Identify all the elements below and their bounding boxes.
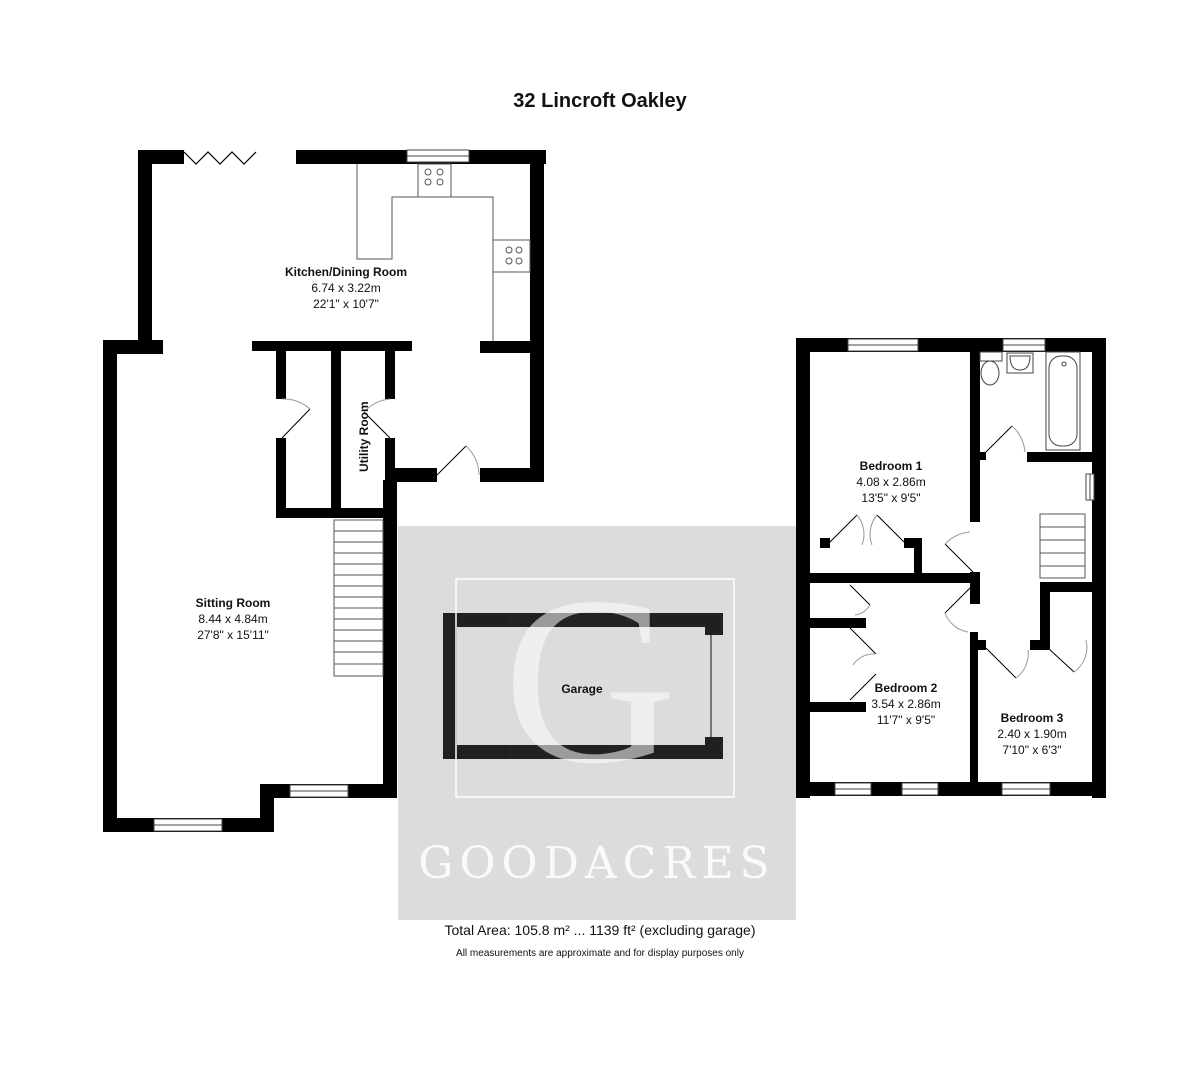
plan-title: 32 Lincroft Oakley xyxy=(513,90,687,112)
room-name: Kitchen/Dining Room xyxy=(285,265,407,279)
room-metric: 3.54 x 2.86m xyxy=(871,697,941,711)
room-name: Bedroom 1 xyxy=(859,459,923,473)
garage-walls xyxy=(443,613,723,759)
ground-floor-walls xyxy=(103,150,546,832)
room-garage: Garage xyxy=(561,681,602,697)
room-sitting: Sitting Room 8.44 x 4.84m 27'8" x 15'11" xyxy=(196,595,271,643)
watermark-panel xyxy=(398,526,796,920)
room-name: Sitting Room xyxy=(195,596,271,610)
first-floor-walls xyxy=(796,338,1106,798)
room-name: Bedroom 2 xyxy=(874,681,938,695)
room-imperial: 13'5" x 9'5" xyxy=(861,491,921,505)
room-imperial: 22'1" x 10'7" xyxy=(313,297,379,311)
room-name: Garage xyxy=(561,682,603,696)
room-imperial: 27'8" x 15'11" xyxy=(197,628,269,642)
room-metric: 6.74 x 3.22m xyxy=(311,281,381,295)
bathroom-fixtures xyxy=(979,351,1081,451)
room-imperial: 7'10" x 6'3" xyxy=(1002,743,1062,757)
room-bedroom2: Bedroom 2 3.54 x 2.86m 11'7" x 9'5" xyxy=(871,680,940,728)
room-metric: 2.40 x 1.90m xyxy=(997,727,1067,741)
room-bedroom1: Bedroom 1 4.08 x 2.86m 13'5" x 9'5" xyxy=(856,458,925,506)
room-metric: 8.44 x 4.84m xyxy=(198,612,268,626)
disclaimer: All measurements are approximate and for… xyxy=(456,948,744,959)
total-area: Total Area: 105.8 m² ... 1139 ft² (exclu… xyxy=(444,922,756,938)
room-name: Bedroom 3 xyxy=(1000,711,1064,725)
room-imperial: 11'7" x 9'5" xyxy=(876,713,936,727)
room-kitchen: Kitchen/Dining Room 6.74 x 3.22m 22'1" x… xyxy=(285,264,407,312)
room-metric: 4.08 x 2.86m xyxy=(856,475,926,489)
watermark-monogram: G xyxy=(503,547,677,813)
room-utility: Utility Room xyxy=(357,401,371,472)
watermark-brand: GOODACRES xyxy=(418,838,776,889)
watermark-frame xyxy=(455,578,735,798)
bifold-door xyxy=(183,151,257,165)
room-bedroom3: Bedroom 3 2.40 x 1.90m 7'10" x 6'3" xyxy=(997,710,1066,758)
